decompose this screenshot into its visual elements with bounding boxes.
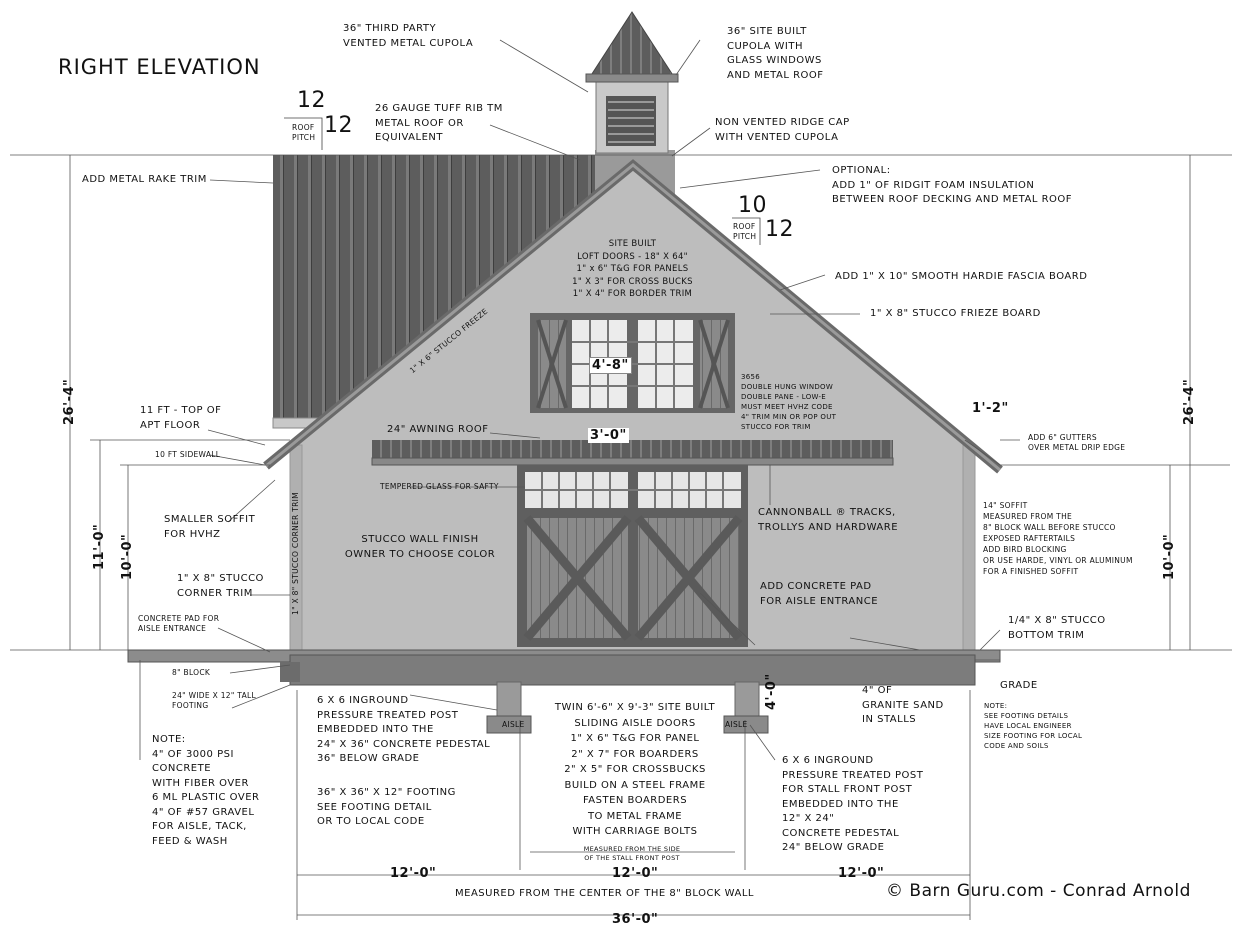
sliding-aisle-doors xyxy=(517,465,748,647)
loft-window xyxy=(530,313,735,413)
note-grade: GRADE xyxy=(1000,680,1038,691)
wall-dimension-10-right: 10'-0" xyxy=(1162,533,1177,580)
cupola xyxy=(585,11,679,200)
awning-dimension: 3'-0" xyxy=(588,428,629,443)
left-pitch-rise: 12 xyxy=(297,88,326,113)
note-sidewall: 10 FT SIDEWALL xyxy=(155,450,221,459)
block-foundation xyxy=(289,654,976,686)
aisle-tag-left: AISLE xyxy=(502,720,525,729)
copyright-credit: © Barn Guru.com - Conrad Arnold xyxy=(886,881,1191,901)
note-fascia: ADD 1" X 10" SMOOTH HARDIE FASCIA BOARD xyxy=(835,271,1088,282)
note-foam-insulation: OPTIONAL:ADD 1" OF RIDGIT FOAM INSULATIO… xyxy=(832,165,1073,205)
left-pitch-run: 12 xyxy=(324,113,353,138)
window-width-dimension: 4'-8" xyxy=(589,357,632,374)
right-pitch-label: ROOF PITCH xyxy=(733,222,757,241)
wall-dimension-11: 11'-0" xyxy=(92,523,107,570)
height-dimension-left: 26'-4" xyxy=(62,378,77,425)
aisle-pedestal-right xyxy=(723,681,769,734)
overhang-dimension: 1'-2" xyxy=(972,401,1009,416)
note-frieze: 1" X 8" STUCCO FRIEZE BOARD xyxy=(870,308,1041,319)
note-tempered-glass: TEMPERED GLASS FOR SAFTY xyxy=(380,482,499,491)
left-pitch-label: ROOF PITCH xyxy=(292,123,316,142)
awning-roof xyxy=(372,440,893,460)
wall-dimension-10-left: 10'-0" xyxy=(120,533,135,580)
dimension-lines xyxy=(10,39,1232,920)
pedestal-depth-dimension: 4'-0" xyxy=(764,673,779,710)
right-pitch-rise: 12 xyxy=(765,217,794,242)
aisle-tag-right: AISLE xyxy=(725,720,748,729)
note-measured-center: MEASURED FROM THE CENTER OF THE 8" BLOCK… xyxy=(455,888,754,899)
bay-dimension-3: 12'-0" xyxy=(838,866,885,881)
note-block: 8" BLOCK xyxy=(172,668,211,677)
bay-dimension-1: 12'-0" xyxy=(390,866,437,881)
pitch-symbols xyxy=(284,117,761,245)
bay-dimension-2: 12'-0" xyxy=(612,866,659,881)
right-pitch-run: 10 xyxy=(738,193,767,218)
note-corner-trim-vertical: 1" X 8" STUCCO CORNER TRIM xyxy=(291,492,300,615)
note-awning: 24" AWNING ROOF xyxy=(387,424,489,435)
drawing-title: RIGHT ELEVATION xyxy=(58,55,261,79)
overall-width-dimension: 36'-0" xyxy=(612,912,659,927)
height-dimension-right: 26'-4" xyxy=(1182,378,1197,425)
note-tracks: CANNONBALL ® TRACKS,TROLLYS AND HARDWARE xyxy=(758,507,899,533)
note-rake-trim: ADD METAL RAKE TRIM xyxy=(82,174,207,185)
